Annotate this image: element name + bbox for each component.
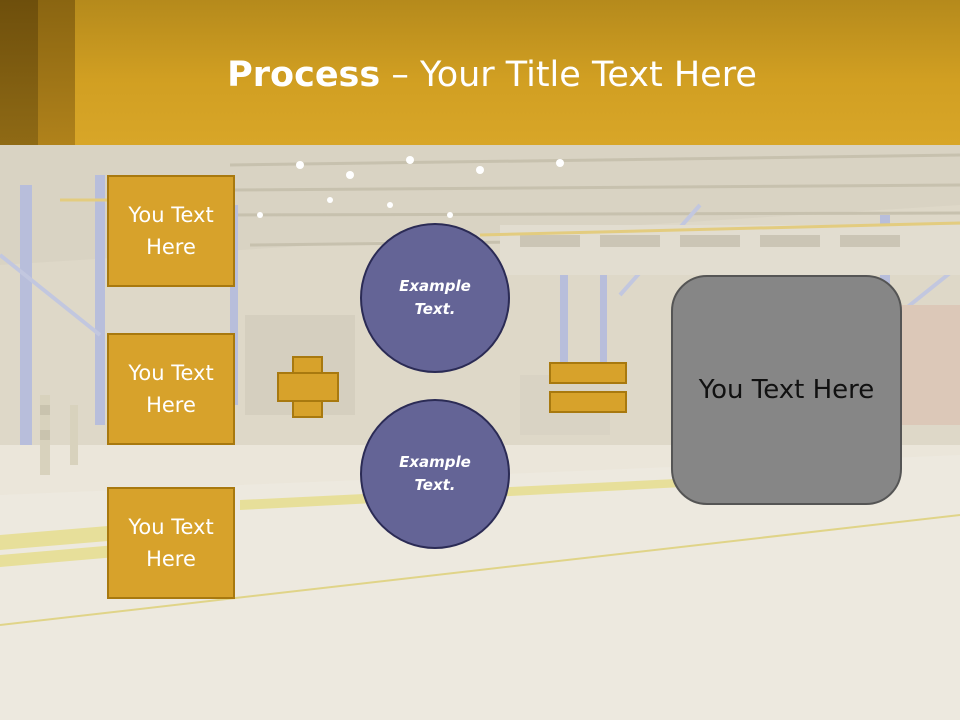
- slide-title-bold: Process: [227, 55, 381, 95]
- input-box-label: You Text Here: [128, 361, 214, 417]
- example-circle-2[interactable]: Example Text.: [360, 399, 510, 549]
- header-accent-strip: [38, 0, 75, 145]
- result-box-label: You Text Here: [698, 375, 875, 405]
- input-box-2[interactable]: You Text Here: [107, 333, 235, 445]
- input-box-label: You Text Here: [128, 515, 214, 571]
- example-circle-label: Example Text.: [399, 277, 471, 318]
- example-circle-1[interactable]: Example Text.: [360, 223, 510, 373]
- equals-icon-bottom-bar: [549, 391, 627, 413]
- input-box-3[interactable]: You Text Here: [107, 487, 235, 599]
- header-bar: [0, 0, 960, 145]
- input-box-1[interactable]: You Text Here: [107, 175, 235, 287]
- plus-icon-center: [294, 374, 321, 400]
- input-box-label: You Text Here: [128, 203, 214, 259]
- slide-title[interactable]: Process – Your Title Text Here: [0, 52, 960, 98]
- result-box[interactable]: You Text Here: [671, 275, 902, 505]
- slide-title-rest: – Your Title Text Here: [380, 55, 757, 95]
- example-circle-label: Example Text.: [399, 453, 471, 494]
- header-accent-strip: [0, 0, 38, 145]
- equals-icon-top-bar: [549, 362, 627, 384]
